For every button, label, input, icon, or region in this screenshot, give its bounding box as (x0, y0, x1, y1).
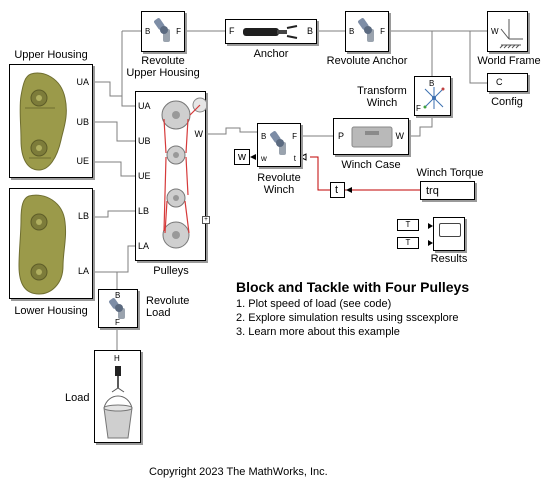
scope-screen-icon (439, 223, 461, 237)
revolute-upper-housing-block[interactable]: B F (141, 11, 185, 52)
anchor-block[interactable]: F B (225, 19, 317, 44)
winch-case-label: Winch Case (341, 159, 401, 171)
revolute-joint-icon (154, 18, 170, 42)
port-b: B (306, 26, 313, 36)
results-tag-2[interactable]: T (397, 237, 419, 249)
port-ue: UE (76, 156, 89, 166)
config-label: Config (491, 96, 523, 108)
port-t: t (293, 154, 296, 163)
port-f: F (115, 318, 120, 327)
port-b: B (349, 27, 355, 36)
port-b: B (429, 79, 435, 88)
port-w: W (491, 27, 499, 36)
port-lb: LB (138, 206, 150, 216)
port-w: W (395, 131, 405, 141)
upper-housing-label: Upper Housing (14, 49, 88, 61)
lower-housing-label: Lower Housing (14, 305, 88, 317)
revolute-winch-label: Revolute Winch (257, 172, 300, 196)
port-la: LA (138, 241, 150, 251)
results-label: Results (430, 253, 468, 265)
revolute-winch-text: Revolute Winch (257, 172, 301, 196)
anchor-icon (243, 25, 298, 39)
revolute-anchor-label: Revolute Anchor (326, 55, 408, 67)
port-ua: UA (76, 77, 89, 87)
port-f: F (229, 26, 235, 36)
port-p: P (338, 131, 345, 141)
upper-housing-icon (19, 72, 67, 171)
lower-housing-block[interactable]: LB LA (9, 188, 93, 299)
transform-icon (423, 87, 445, 109)
winch-case-icon (351, 126, 393, 148)
revolute-load-block[interactable]: B F (98, 289, 138, 328)
t-from-block[interactable]: t (330, 182, 345, 198)
link-explore-results[interactable]: 2. Explore simulation results using ssce… (236, 312, 459, 324)
results-tag-2-text: T (405, 238, 411, 247)
port-ue: UE (138, 171, 151, 181)
port-lb: LB (77, 211, 89, 221)
winch-case-block[interactable]: P W (333, 118, 409, 155)
revolute-winch-block[interactable]: B F w t (257, 123, 301, 167)
transform-winch-label: Transform Winch (352, 85, 412, 109)
winch-torque-block[interactable]: trq (420, 181, 475, 200)
port-ub: UB (138, 136, 151, 146)
world-frame-block[interactable]: W (487, 11, 528, 52)
lower-housing-icon (18, 194, 67, 295)
copyright-text: Copyright 2023 The MathWorks, Inc. (149, 466, 328, 478)
w-goto-block[interactable]: w (234, 149, 250, 165)
revolute-joint-icon (109, 298, 125, 319)
world-frame-icon (499, 19, 523, 49)
pulleys-label: Pulleys (153, 265, 189, 277)
port-f: F (176, 27, 181, 36)
revolute-joint-icon (270, 131, 286, 155)
port-ub: UB (76, 117, 89, 127)
port-ua: UA (138, 101, 151, 111)
port-b: B (261, 132, 267, 141)
load-label: Load (65, 392, 90, 404)
t-from-text: t (335, 184, 339, 196)
winch-torque-value: trq (426, 185, 439, 197)
transform-winch-text: Transform Winch (357, 85, 407, 109)
port-w: w (261, 154, 267, 163)
winch-torque-label: Winch Torque (416, 167, 484, 179)
diagram-title: Block and Tackle with Four Pulleys (236, 279, 470, 295)
config-block[interactable]: C (487, 73, 528, 92)
pulleys-expand-icon[interactable]: + (202, 216, 210, 224)
results-tag-1-text: T (405, 220, 411, 229)
link-plot-speed[interactable]: 1. Plot speed of load (see code) (236, 298, 392, 310)
revolute-anchor-block[interactable]: B F (345, 11, 389, 52)
revolute-upper-housing-label: Revolute Upper Housing (126, 55, 199, 79)
port-f: F (416, 104, 421, 113)
port-b: B (145, 27, 151, 36)
results-scope-block[interactable] (433, 217, 465, 251)
w-goto-text: w (238, 151, 246, 163)
load-block[interactable]: H (94, 350, 141, 443)
upper-housing-block[interactable]: UA UB UE (9, 64, 93, 178)
load-bucket-icon (103, 366, 133, 439)
pulleys-icon (161, 97, 206, 249)
port-f: F (292, 132, 297, 141)
port-c: C (496, 77, 503, 87)
port-w: W (194, 129, 204, 139)
port-h: H (114, 354, 120, 363)
world-frame-label: World Frame (477, 55, 541, 67)
revolute-joint-icon (358, 18, 374, 42)
transform-winch-block[interactable]: B F (414, 76, 451, 116)
link-learn-more[interactable]: 3. Learn more about this example (236, 326, 400, 338)
anchor-label: Anchor (253, 48, 289, 60)
port-b: B (115, 291, 121, 300)
pulleys-block[interactable]: UA UB UE LB LA W + (135, 91, 210, 261)
results-tag-1[interactable]: T (397, 219, 419, 231)
revolute-load-text: Revolute Load (146, 295, 190, 319)
revolute-load-label: Revolute Load (146, 295, 189, 319)
revolute-upper-housing-text: Revolute Upper Housing (126, 55, 200, 79)
port-f: F (380, 27, 385, 36)
port-la: LA (77, 266, 89, 276)
